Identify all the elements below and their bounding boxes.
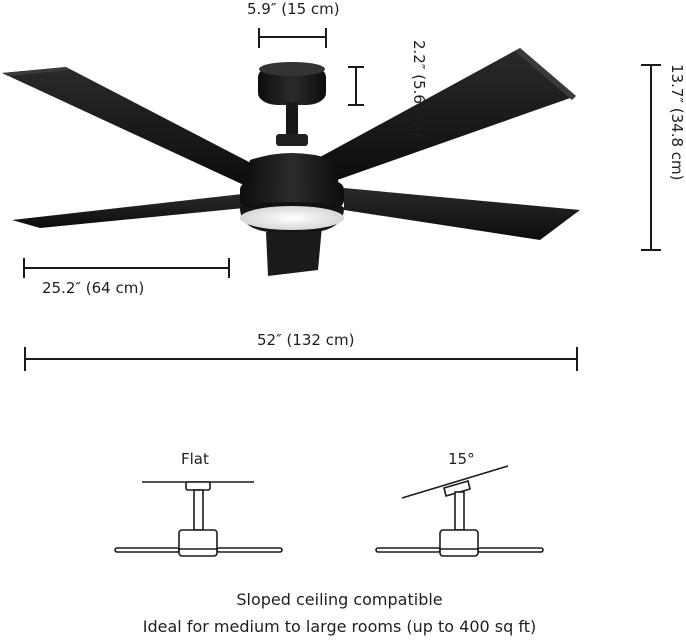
flat-mount-label: Flat	[181, 450, 209, 468]
total-height-dimension	[641, 64, 661, 251]
fan-blade-right-lower	[344, 188, 580, 240]
blade-length-dimension	[23, 258, 230, 278]
canopy-width-label: 5.9″ (15 cm)	[247, 0, 340, 18]
canopy-height-label: 2.2″ (5.6 cm)	[410, 40, 428, 138]
blade-length-label: 25.2″ (64 cm)	[42, 279, 145, 297]
canopy-width-dimension	[258, 28, 327, 48]
caption-room-size: Ideal for medium to large rooms (up to 4…	[142, 617, 537, 636]
total-height-label: 13.7″ (34.8 cm)	[668, 64, 686, 181]
fan-blade-left-lower	[12, 194, 244, 228]
sloped-mount-label: 15°	[448, 450, 475, 468]
span-dimension	[24, 347, 578, 371]
fan-blade-right-upper	[300, 48, 576, 184]
fan-blade-left-upper	[2, 67, 276, 186]
fan-canopy	[258, 62, 326, 105]
fan-light-kit	[240, 206, 344, 232]
fan-blade-back	[266, 226, 322, 276]
canopy-height-dimension	[348, 66, 364, 106]
fan-downrod	[276, 102, 308, 146]
fan-motor-housing	[240, 153, 344, 214]
sloped-mount-illustration	[375, 465, 544, 557]
caption-sloped-compatible: Sloped ceiling compatible	[236, 590, 443, 609]
flat-mount-illustration	[114, 481, 283, 557]
span-label: 52″ (132 cm)	[257, 331, 355, 349]
